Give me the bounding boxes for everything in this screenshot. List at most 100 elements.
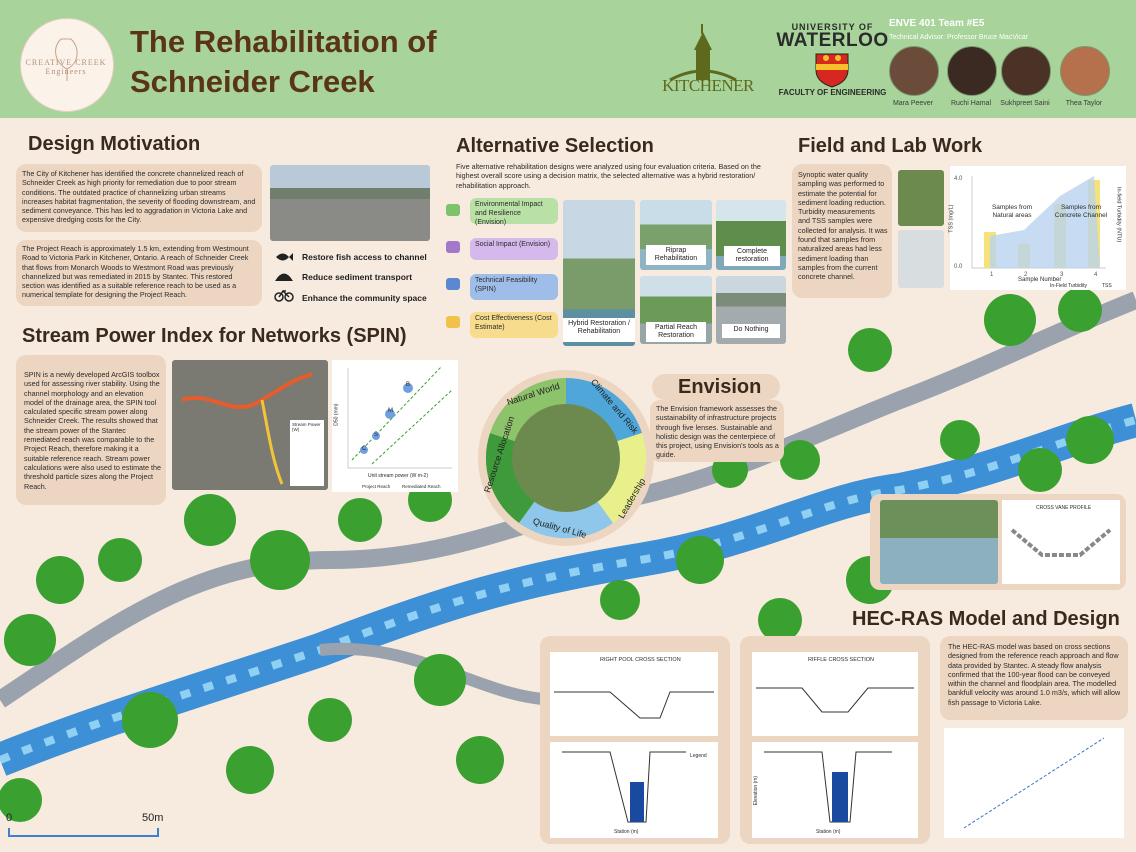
envision-box: [650, 400, 784, 462]
legend-tss: TSS: [1102, 283, 1112, 289]
lab-photo: [898, 230, 944, 288]
cross-vane-svg: [1010, 528, 1112, 557]
concrete-channel-photo: [270, 165, 430, 241]
field-lab-heading: Field and Lab Work: [798, 135, 983, 157]
spin-box: [16, 355, 166, 505]
spin-legend-remediated: Remediated Reach: [402, 484, 441, 489]
pool-plot-svg: [562, 751, 686, 823]
kitchener-tower-icon: [669, 24, 737, 82]
envision-title-pill: [652, 374, 780, 400]
criterion-social: Social Impact (Envision): [470, 238, 558, 260]
scale-bar: [8, 828, 159, 837]
legend-turbidity: In-Field Turbidity: [1050, 283, 1087, 289]
svg-text:3: 3: [1060, 272, 1064, 278]
spin-heading: Stream Power Index for Networks (SPIN): [22, 325, 407, 347]
member-name: Mara Peever: [892, 100, 934, 107]
riffle-cross-section: RIFFLE CROSS SECTION: [752, 652, 918, 736]
svg-text:4.0: 4.0: [954, 176, 963, 182]
envision-text: The Envision framework assesses the sust…: [656, 404, 779, 460]
cross-vane-title: CROSS VANE PROFILE: [1036, 505, 1092, 511]
tss-ylabel: TSS (mg/L): [948, 204, 955, 233]
svg-text:4: 4: [1094, 272, 1098, 278]
scale-end: 50m: [142, 812, 164, 824]
pool-title: RIGHT POOL CROSS SECTION: [600, 657, 681, 663]
uw-shield-icon: [815, 53, 849, 88]
uw-faculty: FACULTY OF ENGINEERING: [778, 88, 887, 97]
title-line-2: Schneider Creek: [130, 64, 375, 99]
hecras-heading: HEC-RAS Model and Design: [852, 608, 1120, 630]
member-name: Sukhpreet Saini: [1000, 100, 1050, 107]
criterion-cost: Cost Effectiveness (Cost Estimate): [470, 312, 558, 338]
creative-creek-logo: [20, 18, 114, 112]
avatar: [1001, 46, 1051, 96]
riffle-plot-svg: [764, 751, 892, 823]
tss-chart: 4.0 0.0 1 2 3 4 Samples from Natural are…: [948, 166, 1126, 290]
avatar: [1060, 46, 1110, 96]
alt-partial: Partial Reach Restoration: [646, 322, 706, 342]
field-sampling-photo: [898, 170, 944, 226]
spin-scatter-svg: [347, 365, 453, 469]
uw-waterloo: WATERLOO: [776, 30, 889, 51]
page-title: The Rehabilitation of Schneider Creek: [130, 22, 550, 102]
svg-text:2: 2: [1024, 272, 1028, 278]
alt-do-nothing: Do Nothing: [722, 324, 780, 338]
envision-wheel: [478, 370, 654, 546]
riffle-station: Station (m): [816, 829, 841, 835]
fish-icon: [276, 253, 293, 261]
label-m: M: [388, 408, 393, 414]
map-legend: Stream Power (W): [290, 420, 324, 486]
tss-chart-svg: 4.0 0.0 1 2 3 4: [954, 176, 1106, 278]
uw-university-of: UNIVERSITY OF: [791, 22, 874, 32]
member-name: Ruchi Hamal: [950, 100, 992, 107]
alternative-selection-heading: Alternative Selection: [456, 135, 654, 157]
advisor-label: Technical Advisor: Professor Bruce MacVi…: [889, 34, 1029, 41]
alt-hybrid: Hybrid Restoration / Rehabilitation: [563, 318, 635, 342]
alt-riprap: Riprap Rehabilitation: [646, 245, 706, 265]
tss-xlabel: Sample Number: [1018, 277, 1062, 283]
goal-community: Enhance the community space: [302, 293, 427, 303]
spin-ylabel: D50 (mm): [333, 403, 340, 426]
spin-text: SPIN is a newly developed ArcGIS toolbox…: [24, 370, 162, 491]
scale-start: 0: [6, 812, 13, 824]
people-icon: [446, 241, 460, 253]
criterion-technical: Technical Feasibility (SPIN): [470, 274, 558, 300]
motivation-text-1: The City of Kitchener has identified the…: [22, 169, 256, 225]
goal-sediment: Reduce sediment transport: [302, 272, 413, 282]
spin-legend-project: Project Reach: [362, 484, 391, 489]
kitchener-logo-text: KITCHENER: [662, 76, 754, 95]
pool-svg: [554, 691, 714, 719]
title-line-1: The Rehabilitation of: [130, 24, 437, 59]
annotation-natural: Samples from Natural areas: [991, 204, 1033, 219]
spin-map: Stream Power (W): [172, 360, 328, 490]
spin-scatter: B M S C Unit stream power (W m-2) D50 (m…: [332, 360, 458, 492]
flower-icon: [55, 38, 78, 81]
header-banner: [0, 0, 1136, 118]
alt-complete: Complete restoration: [724, 246, 780, 266]
riffle-hecras-plot: Station (m) Elevation (m): [752, 742, 918, 838]
pool-hecras-plot: Station (m) Legend: [550, 742, 718, 838]
field-lab-box: [792, 164, 892, 298]
spin-xlabel: Unit stream power (W m-2): [368, 473, 429, 479]
dollar-icon: [446, 316, 460, 328]
label-s: S: [374, 432, 379, 438]
riffle-elevation: Elevation (m): [753, 775, 760, 806]
design-motivation-heading: Design Motivation: [28, 133, 201, 155]
envision-heading: Envision: [678, 376, 762, 398]
hecras-profile-plot: [944, 728, 1124, 838]
label-c: C: [362, 446, 367, 452]
logo-text: CREATIVE CREEK Engineers: [25, 58, 107, 76]
hecras-text: The HEC-RAS model was based on cross sec…: [948, 642, 1121, 707]
motivation-text-2: The Project Reach is approximately 1.5 k…: [22, 244, 249, 300]
hecras-profile-svg: [963, 737, 1105, 829]
hecras-box: [940, 636, 1128, 720]
stream-power-line: [181, 372, 313, 485]
pool-legend: Legend: [690, 753, 707, 759]
mound-icon: [275, 273, 293, 281]
goal-fish: Restore fish access to channel: [302, 252, 427, 262]
avatar: [947, 46, 997, 96]
svg-text:1: 1: [990, 272, 994, 278]
field-lab-text: Synoptic water quality sampling was perf…: [798, 170, 888, 282]
pool-station: Station (m): [614, 829, 639, 835]
member-name: Thea Taylor: [1065, 100, 1103, 107]
